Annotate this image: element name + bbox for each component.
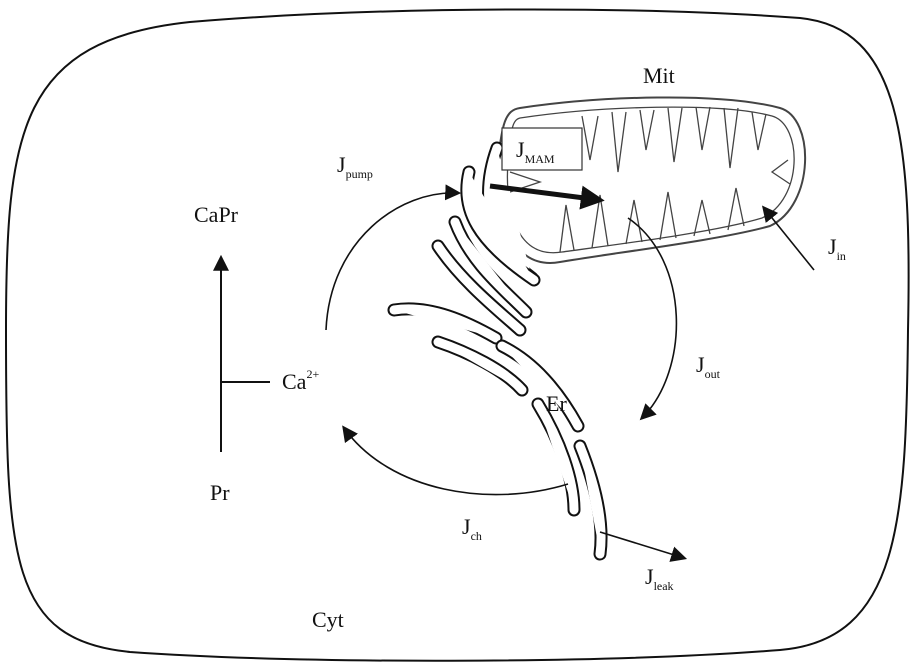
jch-label: Jch — [462, 514, 482, 543]
jpump-label: Jpump — [337, 152, 373, 181]
jin-label: Jin — [828, 234, 846, 263]
mitochondrion — [498, 97, 806, 262]
mit-label: Mit — [643, 63, 675, 88]
cyt-label: Cyt — [312, 607, 344, 632]
jleak-label: Jleak — [645, 564, 674, 593]
capr-label: CaPr — [194, 202, 239, 227]
jch-arrow — [344, 428, 568, 495]
pr-label: Pr — [210, 480, 230, 505]
jout-label: Jout — [696, 352, 721, 381]
jin-arrow — [764, 208, 814, 270]
er-label: Er — [546, 391, 567, 416]
ca-label: Ca2+ — [282, 367, 319, 394]
jleak-arrow — [600, 532, 684, 558]
